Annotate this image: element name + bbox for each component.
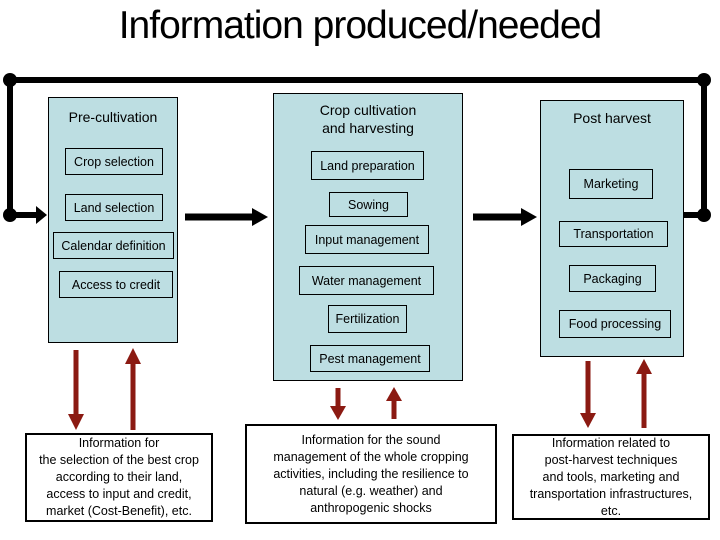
note-pre-cultivation: Information for the selection of the bes…: [25, 433, 213, 522]
item-sowing: Sowing: [329, 192, 408, 217]
slide-title: Information produced/needed: [118, 4, 603, 47]
note-post-harvest: Information related to post-harvest tech…: [512, 434, 710, 520]
feedback-arrow-up-pre: [125, 348, 141, 430]
item-fertilization: Fertilization: [328, 305, 407, 333]
stage-header-crop-cultivation: Crop cultivation and harvesting: [319, 102, 417, 137]
item-marketing: Marketing: [569, 169, 653, 199]
item-transportation: Transportation: [559, 221, 668, 247]
stage-header-pre-cultivation: Pre-cultivation: [68, 109, 158, 125]
item-access-to-credit: Access to credit: [59, 271, 173, 298]
item-input-management: Input management: [305, 225, 429, 254]
stage-box-post-harvest: Post harvest Marketing Transportation Pa…: [540, 100, 684, 357]
feedback-arrow-up-post: [636, 359, 652, 428]
note-crop-cultivation: Information for the sound management of …: [245, 424, 497, 524]
item-calendar-definition: Calendar definition: [53, 232, 174, 259]
stage-box-crop-cultivation: Crop cultivation and harvesting Land pre…: [273, 93, 463, 381]
item-food-processing: Food processing: [559, 310, 671, 338]
flow-arrow-crop-to-post: [473, 208, 537, 226]
feedback-arrow-up-crop: [386, 387, 402, 419]
cycle-arrowhead-icon: [36, 206, 47, 224]
feedback-arrow-down-pre: [68, 350, 84, 430]
cycle-node-dots: [3, 73, 711, 222]
flow-arrow-pre-to-crop: [185, 208, 268, 226]
item-pest-management: Pest management: [310, 345, 430, 372]
item-land-preparation: Land preparation: [311, 151, 424, 180]
item-land-selection: Land selection: [65, 194, 163, 221]
item-crop-selection: Crop selection: [65, 148, 163, 175]
stage-box-pre-cultivation: Pre-cultivation Crop selection Land sele…: [48, 97, 178, 343]
stage-header-post-harvest: Post harvest: [573, 110, 651, 126]
item-packaging: Packaging: [569, 265, 656, 292]
item-water-management: Water management: [299, 266, 434, 295]
feedback-arrow-down-crop: [330, 388, 346, 420]
feedback-arrow-down-post: [580, 361, 596, 428]
